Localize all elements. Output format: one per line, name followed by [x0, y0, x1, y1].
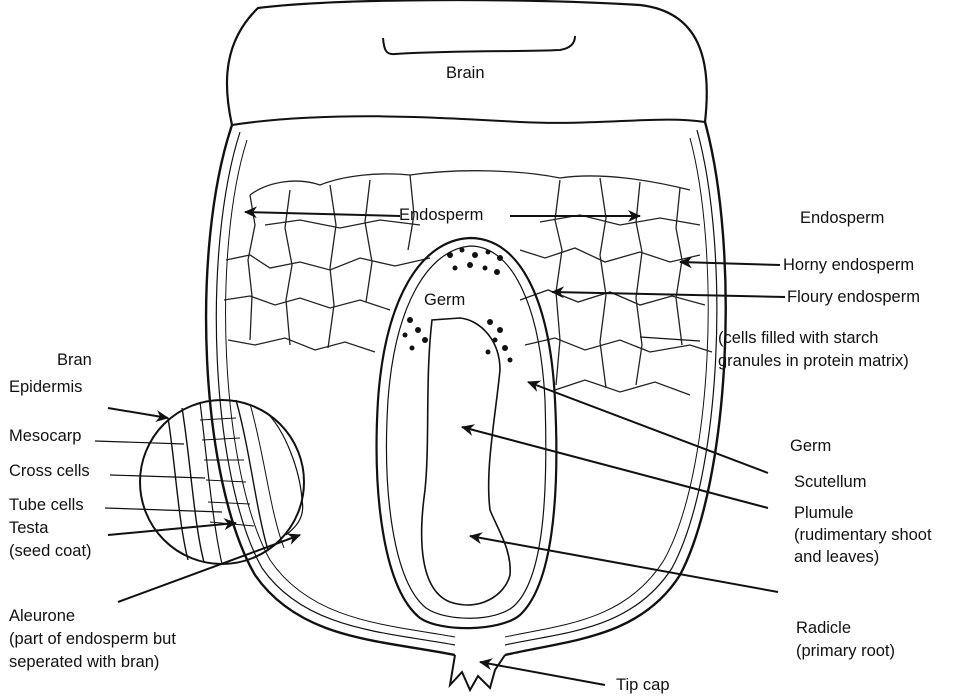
plumule-note-line-2: and leaves) [794, 548, 879, 567]
epidermis-label: Epidermis [9, 378, 82, 397]
germ-inner-label: Germ [424, 291, 465, 310]
leader-lines [108, 212, 785, 685]
endosperm-inner-label: Endosperm [399, 206, 483, 225]
plumule-label: Plumule [794, 504, 854, 523]
tube-cells-label: Tube cells [9, 496, 84, 515]
bran-label: Bran [57, 351, 92, 370]
seed-coat-label: (seed coat) [9, 542, 92, 561]
cross-cells-label: Cross cells [9, 462, 90, 481]
plain-leader-lines [95, 337, 700, 512]
tip-cap-label: Tip cap [616, 676, 670, 695]
aleurone-label: Aleurone [9, 607, 75, 626]
germ-label: Germ [790, 437, 831, 456]
brain-label: Brain [446, 64, 485, 83]
scutellum-label: Scutellum [794, 473, 866, 492]
kernel-outline [206, 0, 726, 690]
aleurone-note-line-2: seperated with bran) [9, 653, 159, 672]
radicle-note: (primary root) [796, 642, 895, 661]
cells-note-line-1: (cells filled with starch [718, 329, 878, 348]
plumule-note-line-1: (rudimentary shoot [794, 526, 932, 545]
mesocarp-label: Mesocarp [9, 427, 81, 446]
horny-endosperm-label: Horny endosperm [783, 256, 914, 275]
endosperm-cells [224, 171, 712, 395]
cells-note-line-2: granules in protein matrix) [718, 352, 909, 371]
endosperm-label: Endosperm [800, 209, 884, 228]
floury-endosperm-label: Floury endosperm [787, 288, 920, 307]
testa-label: Testa [9, 519, 48, 538]
aleurone-note-line-1: (part of endosperm but [9, 630, 176, 649]
radicle-label: Radicle [796, 619, 851, 638]
